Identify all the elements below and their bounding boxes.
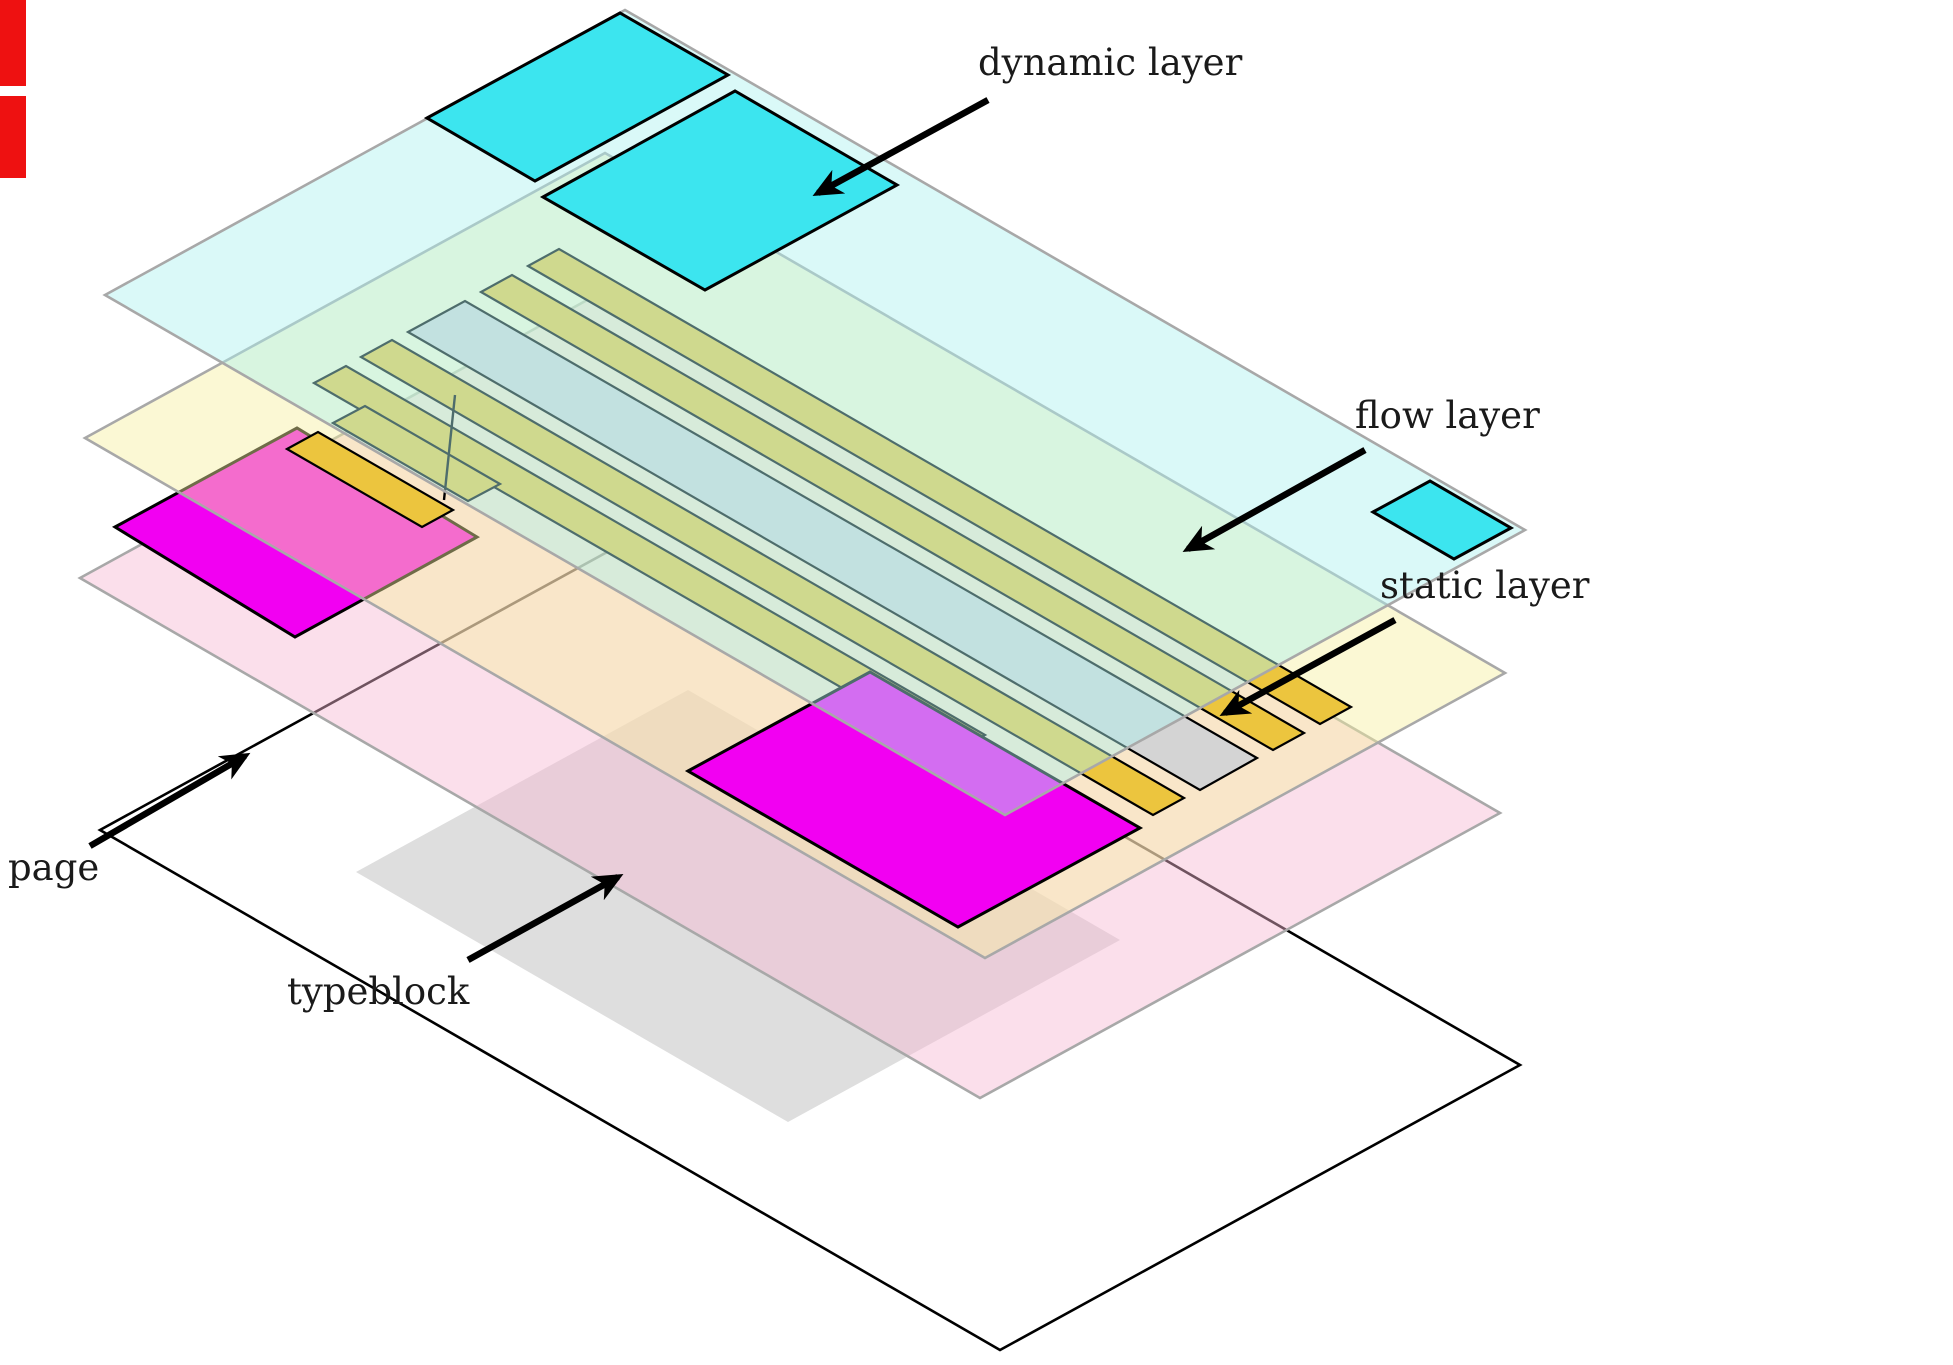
text-line-short-1 (330, 404, 503, 503)
text-line-1 (525, 247, 1354, 726)
page-label: page (8, 846, 99, 889)
text-line-short-2 (284, 430, 456, 529)
gray-line (405, 299, 1260, 792)
typeblock (356, 690, 1120, 1122)
typeblock-label: typeblock (287, 970, 470, 1013)
typeblock-arrow (466, 873, 624, 963)
cyan-box-1 (423, 11, 732, 183)
magenta-box-bottom (684, 670, 1144, 929)
magenta-box-left (111, 426, 481, 639)
page-arrow (88, 752, 251, 849)
text-lines (284, 247, 1354, 817)
cyan-box-3 (1369, 479, 1515, 561)
text-line-4 (311, 364, 988, 754)
text-line-3 (358, 338, 1187, 817)
dynamic-layer-label: dynamic layer (978, 41, 1243, 84)
text-line-2 (478, 273, 1307, 752)
cyan-box-2 (539, 89, 901, 292)
column-rule (442, 394, 457, 501)
flow-layer-label: flow layer (1355, 394, 1540, 437)
static-layer-arrow (1219, 617, 1397, 716)
dynamic-layer-arrow (812, 97, 990, 196)
annotations: dynamic layer flow layer static layer pa… (8, 41, 1590, 1013)
static-layer-label: static layer (1380, 564, 1590, 607)
flow-layer-arrow (1182, 447, 1367, 553)
red-mark-2 (0, 96, 26, 178)
red-mark-1 (0, 0, 26, 86)
